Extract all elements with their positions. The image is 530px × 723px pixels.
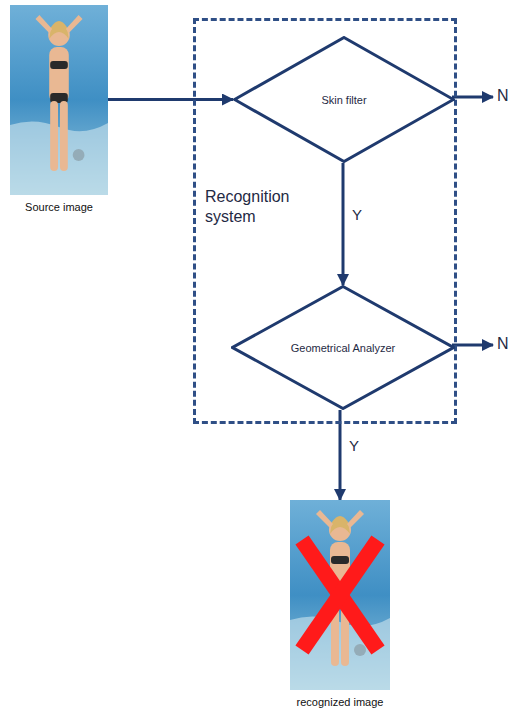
- photo-illustration: [290, 500, 390, 690]
- source-image: Source image: [10, 5, 108, 213]
- recognition-system-box: Recognition system Skin filterGeometrical…: [193, 18, 457, 424]
- branch-label: N: [497, 335, 509, 353]
- flow-arrow: [342, 163, 345, 285]
- photo-illustration: [10, 5, 108, 195]
- decision-text: Geometrical Analyzer: [231, 342, 455, 354]
- no-branch-arrow: [452, 344, 493, 347]
- edge-label: Y: [348, 437, 360, 454]
- decision-diamond: Geometrical Analyzer: [231, 285, 455, 410]
- edge-label: Y: [351, 206, 363, 223]
- image-caption: Source image: [0, 201, 128, 213]
- decision-text: Skin filter: [233, 94, 455, 106]
- image-caption: recognized image: [270, 696, 410, 708]
- flow-arrow: [108, 98, 233, 101]
- no-branch-arrow: [452, 96, 493, 99]
- branch-label: N: [497, 87, 509, 105]
- recognized-image: recognized image: [290, 500, 390, 718]
- decision-diamond: Skin filter: [233, 36, 455, 163]
- group-label: Recognition system: [205, 187, 315, 227]
